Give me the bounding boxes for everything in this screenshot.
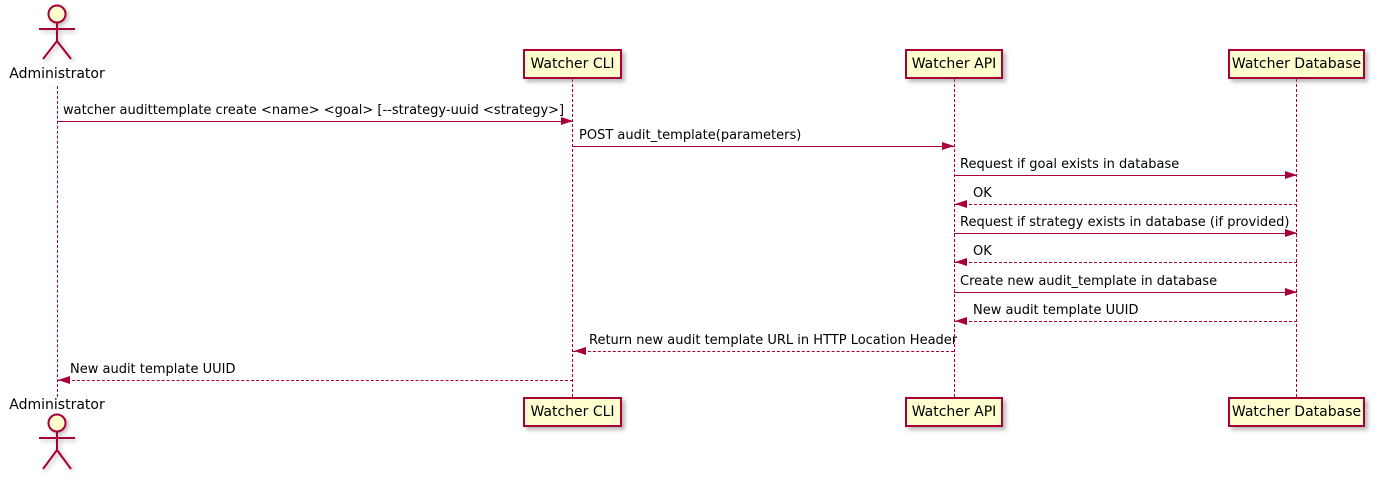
message-label-10: New audit template UUID xyxy=(70,362,236,377)
message-label-3: Request if goal exists in database xyxy=(960,157,1180,172)
arrowhead-icon xyxy=(1285,287,1297,296)
message-line-1 xyxy=(57,121,573,122)
participant-watcher-database-bottom: Watcher Database xyxy=(1228,397,1365,427)
message-line-2 xyxy=(573,146,954,147)
participant-watcher-api-top: Watcher API xyxy=(905,49,1003,79)
participant-watcher-cli-bottom: Watcher CLI xyxy=(523,397,622,427)
lifeline-administrator xyxy=(57,86,58,397)
participant-label: Watcher Database xyxy=(1231,56,1362,72)
message-line-8 xyxy=(954,321,1297,322)
participant-label: Watcher CLI xyxy=(530,56,615,72)
actor-icon xyxy=(39,4,75,60)
participant-label: Watcher API xyxy=(911,404,997,420)
message-label-9: Return new audit template URL in HTTP Lo… xyxy=(589,333,958,348)
message-label-6: OK xyxy=(973,244,992,259)
arrowhead-icon xyxy=(955,257,967,266)
actor-icon xyxy=(39,413,75,470)
lifeline-watcher-database xyxy=(1296,79,1297,397)
message-line-9 xyxy=(573,351,954,352)
message-label-1: watcher audittemplate create <name> <goa… xyxy=(63,103,565,118)
actor-label-top: Administrator xyxy=(9,66,105,82)
participant-watcher-api-bottom: Watcher API xyxy=(905,397,1003,427)
participant-watcher-database-top: Watcher Database xyxy=(1228,49,1365,79)
arrowhead-icon xyxy=(955,316,967,325)
message-line-7 xyxy=(954,292,1297,293)
message-label-5: Request if strategy exists in database (… xyxy=(960,215,1290,230)
participant-label: Watcher Database xyxy=(1231,404,1362,420)
arrowhead-icon xyxy=(561,116,573,125)
arrowhead-icon xyxy=(574,346,586,355)
lifeline-watcher-cli xyxy=(572,79,573,397)
message-label-7: Create new audit_template in database xyxy=(960,274,1218,289)
message-label-4: OK xyxy=(973,186,992,201)
message-line-6 xyxy=(954,262,1297,263)
participant-label: Watcher CLI xyxy=(530,404,615,420)
arrowhead-icon xyxy=(955,199,967,208)
arrowhead-icon xyxy=(58,375,70,384)
message-label-8: New audit template UUID xyxy=(973,303,1139,318)
participant-label: Watcher API xyxy=(911,56,997,72)
lifeline-watcher-api xyxy=(954,79,955,397)
participant-watcher-cli-top: Watcher CLI xyxy=(523,49,622,79)
message-line-3 xyxy=(954,175,1297,176)
message-line-5 xyxy=(954,233,1297,234)
message-line-10 xyxy=(57,380,573,381)
message-label-2: POST audit_template(parameters) xyxy=(579,128,802,143)
message-line-4 xyxy=(954,204,1297,205)
arrowhead-icon xyxy=(942,141,954,150)
arrowhead-icon xyxy=(1285,228,1297,237)
arrowhead-icon xyxy=(1285,170,1297,179)
actor-label-bottom: Administrator xyxy=(9,397,105,413)
